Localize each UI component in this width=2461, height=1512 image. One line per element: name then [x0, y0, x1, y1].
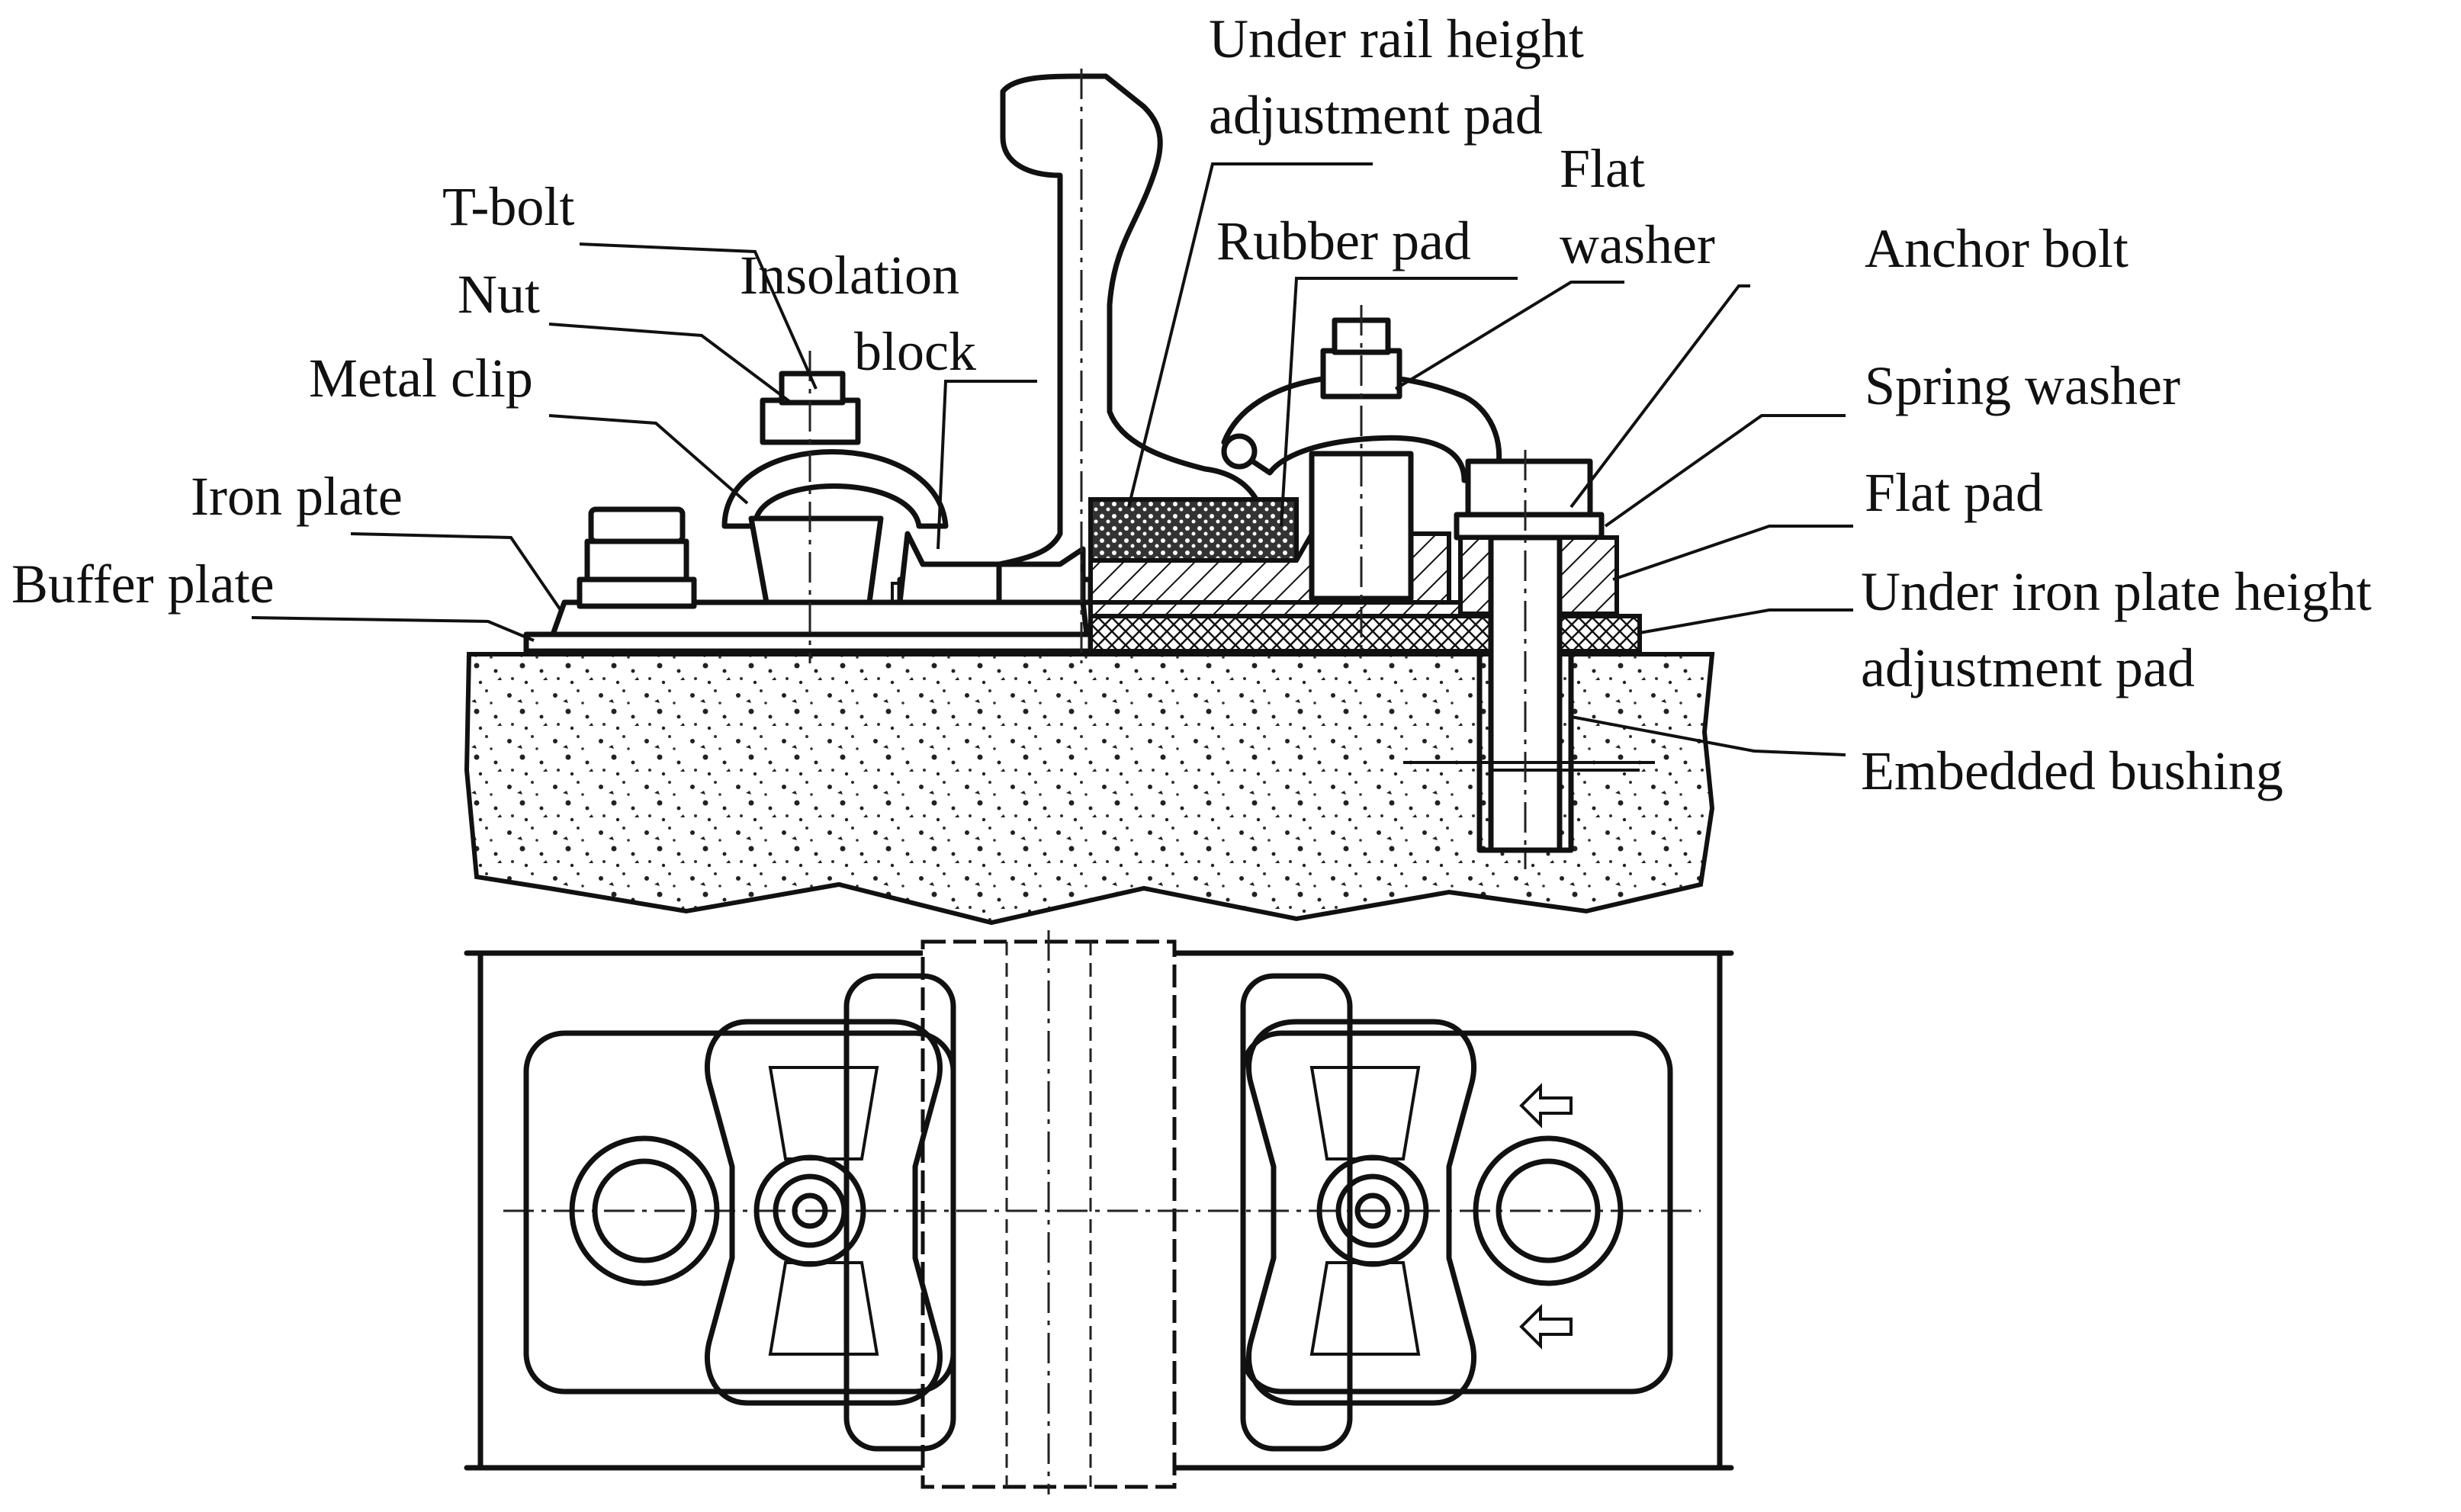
plan-view: [464, 930, 1734, 1494]
label-insolation-block-1: Insolation: [740, 245, 959, 306]
label-under-iron-pad-2: adjustment pad: [1861, 637, 2195, 698]
label-nut: Nut: [458, 264, 540, 325]
label-t-bolt: T-bolt: [442, 176, 574, 237]
label-under-rail-pad-1: Under rail height: [1209, 8, 1584, 69]
label-iron-plate: Iron plate: [191, 466, 403, 527]
under-rail-adjustment-pad: [1088, 497, 1299, 563]
labels: T-bolt Nut Metal clip Iron plate Buffer …: [11, 8, 2372, 801]
label-spring-washer: Spring washer: [1865, 355, 2180, 416]
anchor-bolt-right: [1403, 450, 1655, 869]
left-anchor-bolt: [577, 506, 697, 609]
left-plate-plan: [523, 973, 956, 1452]
left-clip-assembly: [721, 351, 949, 663]
label-under-iron-pad-1: Under iron plate height: [1861, 561, 2372, 622]
metal-clip-left: [721, 449, 949, 529]
concrete-base: [464, 652, 1715, 926]
right-clip-assembly: [1221, 305, 1502, 656]
label-flat-pad: Flat pad: [1865, 462, 2043, 523]
label-buffer-plate: Buffer plate: [11, 554, 275, 615]
label-flat-washer-1: Flat: [1560, 138, 1645, 199]
rail: [996, 73, 1261, 605]
label-insolation-block-2: block: [854, 321, 976, 382]
section-view: [464, 69, 1715, 926]
right-plate-plan: [1240, 973, 1673, 1452]
label-embedded-bushing: Embedded bushing: [1861, 740, 2283, 801]
label-anchor-bolt: Anchor bolt: [1865, 218, 2128, 279]
label-flat-washer-2: washer: [1560, 214, 1715, 275]
label-under-rail-pad-2: adjustment pad: [1209, 85, 1543, 146]
label-rubber-pad: Rubber pad: [1216, 210, 1471, 271]
leader-lines: [251, 162, 1853, 756]
label-metal-clip: Metal clip: [309, 348, 533, 409]
insulation-block: [897, 531, 1086, 605]
